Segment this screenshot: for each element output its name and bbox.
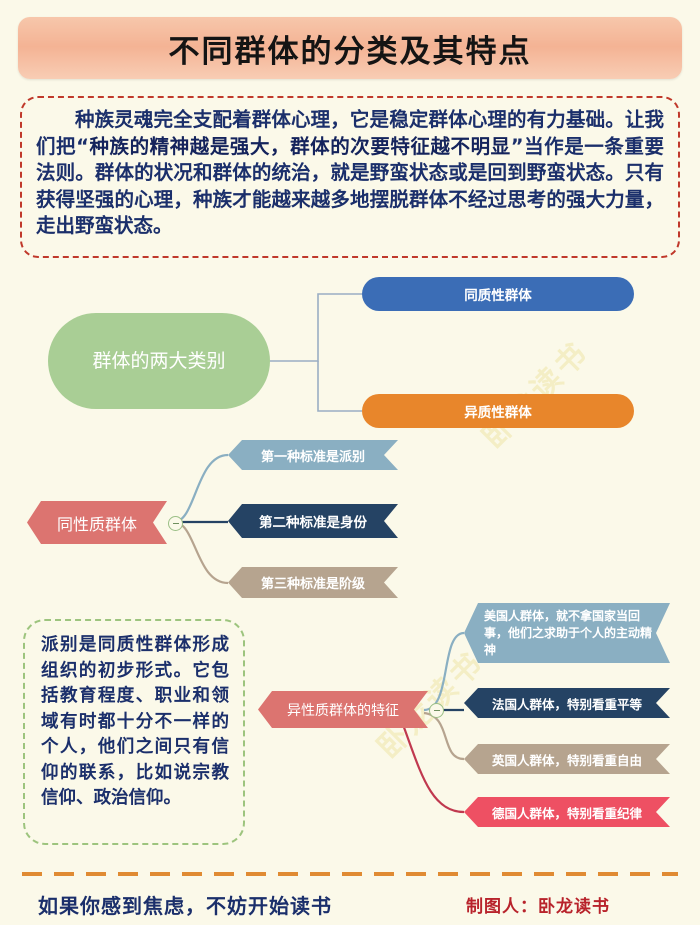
intro-text-bold: 种族的精神越是强大，群体的次要特征越不明显 [88,134,511,158]
mindmap-node-french-crowd[interactable]: 法国人群体，特别看重平等 [464,688,670,718]
mindmap-node-american-crowd[interactable]: 美国人群体，就不拿国家当回事，他们之求助于个人的主动精神 [464,603,670,663]
mindmap-node-german-crowd-label: 德国人群体，特别看重纪律 [491,806,642,821]
mindmap-branch-heterogeneous-traits-label: 异性质群体的特征 [287,701,399,718]
mindmap-branch-homogeneous-label: 同性质群体 [56,516,137,534]
intro-text-after: ”当作是一条重要法则。群体的状况和群体的统治，就是野蛮状态或是回到野蛮状态。只有… [36,134,664,238]
mindmap-node-standard-faction[interactable]: 第一种标准是派别 [228,440,398,470]
mindmap-node-root[interactable]: 群体的两大类别 [48,313,270,409]
mindmap-node-standard-class-label: 第三种标准是阶级 [260,576,365,591]
intro-panel: 种族灵魂完全支配着群体心理，它是稳定群体心理的有力基础。让我们把“种族的精神越是… [20,96,680,258]
page-title-banner: 不同群体的分类及其特点 [18,17,682,79]
mindmap-node-standard-class[interactable]: 第三种标准是阶级 [228,567,398,598]
note-panel: 派别是同质性群体形成组织的初步形式。它包括教育程度、职业和领域有时都十分不一样的… [23,619,245,845]
mindmap-node-french-crowd-label: 法国人群体，特别看重平等 [491,697,642,712]
footer-slogan: 如果你感到焦虑，不妨开始读书 [38,894,332,918]
collapse-toggle-icon[interactable] [168,516,183,531]
mindmap-node-standard-identity-label: 第二种标准是身份 [259,515,367,530]
intro-text-before: 种族灵魂完全支配着群体心理，它是稳定群体心理的有力基础。让我们把“ [36,108,664,158]
note-text: 派别是同质性群体形成组织的初步形式。它包括教育程度、职业和领域有时都十分不一样的… [41,635,229,808]
mindmap-node-german-crowd[interactable]: 德国人群体，特别看重纪律 [464,797,670,827]
mindmap-branch-homogeneous[interactable]: 同性质群体 [27,501,167,544]
page-title: 不同群体的分类及其特点 [168,33,532,70]
collapse-toggle-icon[interactable] [429,703,444,718]
footer-credit: 制图人：卧龙读书 [466,897,610,917]
mindmap-branch-heterogeneous-traits[interactable]: 异性质群体的特征 [258,691,428,728]
mindmap-node-british-crowd[interactable]: 英国人群体，特别看重自由 [464,744,670,774]
mindmap-node-homogeneous-group[interactable]: 同质性群体 [362,277,634,311]
watermark: 卧龙读书 [470,329,597,456]
mindmap-node-homogeneous-group-label: 同质性群体 [464,288,532,303]
mindmap-node-root-label: 群体的两大类别 [92,350,226,372]
mindmap-node-american-crowd-label: 美国人群体，就不拿国家当回事，他们之求助于个人的主动精神 [484,608,653,657]
mindmap-node-standard-faction-label: 第一种标准是派别 [260,448,365,464]
mindmap-node-standard-identity[interactable]: 第二种标准是身份 [228,504,398,538]
mindmap-node-heterogeneous-group-label: 异质性群体 [464,405,532,420]
footer-divider [22,872,678,876]
mindmap-node-british-crowd-label: 英国人群体，特别看重自由 [491,753,642,768]
intro-paragraph: 种族灵魂完全支配着群体心理，它是稳定群体心理的有力基础。让我们把“种族的精神越是… [36,107,664,240]
mindmap-node-heterogeneous-group[interactable]: 异质性群体 [362,394,634,428]
